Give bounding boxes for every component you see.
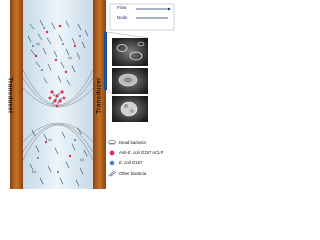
- transducer-label-left: Transducer: [6, 77, 14, 114]
- aclp-particles: [34, 24, 77, 158]
- ecoli-icon: [109, 160, 115, 166]
- legend-ecoli: E. coli O157: [119, 160, 143, 165]
- magnified-channel-strip: [104, 32, 107, 90]
- other-bacteria-icon: [108, 170, 117, 177]
- legend-other-bacteria: Other bacteria: [119, 171, 147, 176]
- dead-bacteria-scatter: [31, 42, 85, 174]
- node-label: Node: [117, 15, 128, 20]
- flow-label: Flow: [117, 5, 127, 10]
- acoustophoresis-diagram: [10, 0, 175, 189]
- sem-image-3: [112, 96, 148, 122]
- flow-arrowhead: [168, 7, 171, 11]
- legend-dead-bacteria: Dead bacteria: [119, 140, 146, 145]
- aclp-icon: [109, 150, 115, 156]
- ecoli-at-node: [52, 93, 62, 104]
- right-wall: [93, 0, 106, 189]
- flow-indicator-box: [109, 3, 175, 31]
- left-wall: [10, 0, 23, 189]
- ecoli-particles: [32, 27, 81, 173]
- dead-bacteria-icon: [108, 140, 116, 145]
- sem-image-1: [112, 38, 148, 66]
- sem-image-2: [112, 68, 148, 94]
- transducer-label-right: Transducer: [95, 77, 103, 114]
- channel: [23, 0, 93, 189]
- bacteria-streaks: [27, 19, 89, 187]
- legend-aclp: Anti-E. coli O157 ACLP: [119, 150, 164, 155]
